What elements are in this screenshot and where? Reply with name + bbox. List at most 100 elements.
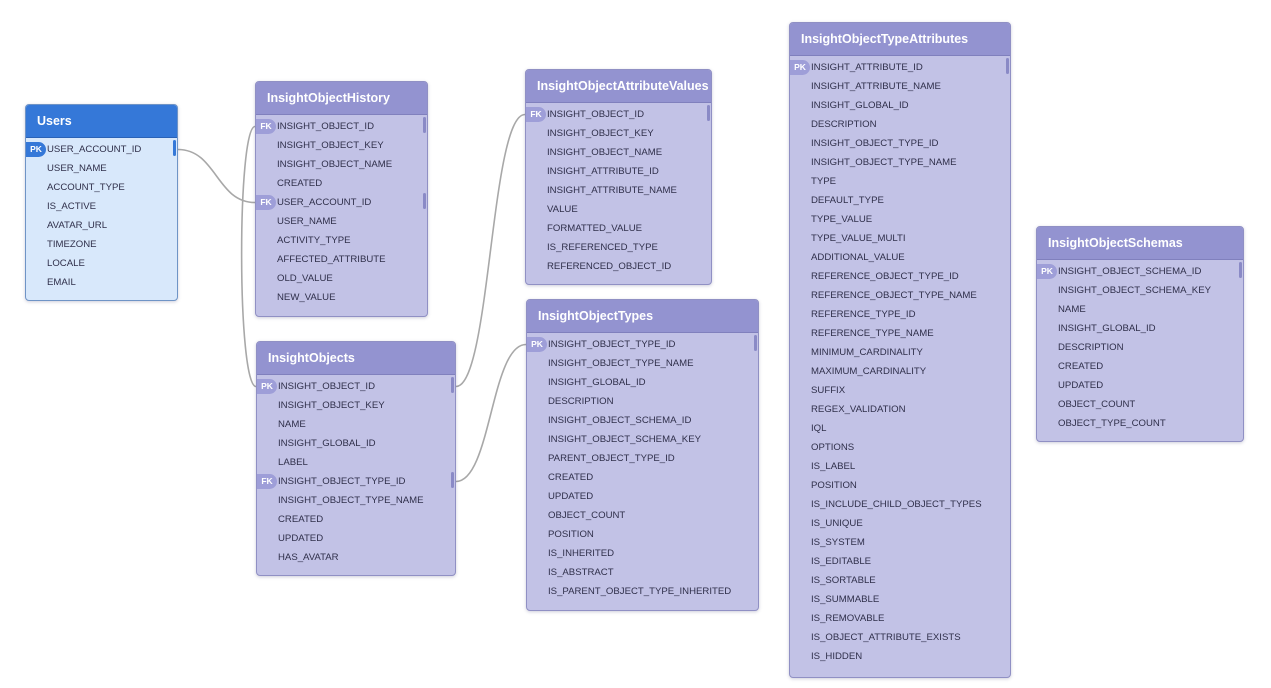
column-row[interactable]: OBJECT_COUNT bbox=[527, 506, 758, 525]
column-row[interactable]: INSIGHT_OBJECT_NAME bbox=[526, 143, 711, 162]
column-row[interactable]: UPDATED bbox=[527, 487, 758, 506]
table-header[interactable]: InsightObjectTypeAttributes bbox=[790, 23, 1010, 56]
column-row[interactable]: CREATED bbox=[257, 510, 455, 529]
column-row[interactable]: CREATED bbox=[1037, 357, 1243, 376]
connector-handle[interactable] bbox=[451, 472, 454, 488]
column-row[interactable]: OBJECT_COUNT bbox=[1037, 395, 1243, 414]
column-row[interactable]: INSIGHT_OBJECT_TYPE_ID bbox=[790, 134, 1010, 153]
column-row[interactable]: REFERENCE_TYPE_ID bbox=[790, 305, 1010, 324]
column-row[interactable]: INSIGHT_OBJECT_TYPE_NAME bbox=[257, 491, 455, 510]
column-row[interactable]: VALUE bbox=[526, 200, 711, 219]
column-row[interactable]: SUFFIX bbox=[790, 381, 1010, 400]
column-row[interactable]: OBJECT_TYPE_COUNT bbox=[1037, 414, 1243, 433]
column-row[interactable]: IS_INCLUDE_CHILD_OBJECT_TYPES bbox=[790, 495, 1010, 514]
column-row[interactable]: OPTIONS bbox=[790, 438, 1010, 457]
connector-handle[interactable] bbox=[1239, 262, 1242, 278]
column-row[interactable]: IS_UNIQUE bbox=[790, 514, 1010, 533]
column-row[interactable]: POSITION bbox=[790, 476, 1010, 495]
column-row[interactable]: ADDITIONAL_VALUE bbox=[790, 248, 1010, 267]
connector-handle[interactable] bbox=[754, 335, 757, 351]
column-row[interactable]: AFFECTED_ATTRIBUTE bbox=[256, 250, 427, 269]
connector-handle[interactable] bbox=[707, 105, 710, 121]
column-row[interactable]: USER_NAME bbox=[26, 159, 177, 178]
column-row[interactable]: INSIGHT_OBJECT_KEY bbox=[526, 124, 711, 143]
column-row[interactable]: UPDATED bbox=[1037, 376, 1243, 395]
column-row[interactable]: DESCRIPTION bbox=[1037, 338, 1243, 357]
relationship-line[interactable] bbox=[240, 125, 257, 388]
column-row[interactable]: DESCRIPTION bbox=[790, 115, 1010, 134]
column-row[interactable]: IS_INHERITED bbox=[527, 544, 758, 563]
column-row[interactable]: INSIGHT_OBJECT_KEY bbox=[256, 136, 427, 155]
column-row[interactable]: INSIGHT_OBJECT_TYPE_NAME bbox=[527, 354, 758, 373]
column-row[interactable]: TYPE bbox=[790, 172, 1010, 191]
column-row[interactable]: IS_HIDDEN bbox=[790, 647, 1010, 666]
column-row[interactable]: DESCRIPTION bbox=[527, 392, 758, 411]
column-row[interactable]: INSIGHT_ATTRIBUTE_ID bbox=[526, 162, 711, 181]
relationship-line[interactable] bbox=[455, 113, 526, 388]
table-header[interactable]: InsightObjectTypes bbox=[527, 300, 758, 333]
connector-handle[interactable] bbox=[423, 193, 426, 209]
column-row[interactable]: POSITION bbox=[527, 525, 758, 544]
column-row[interactable]: NEW_VALUE bbox=[256, 288, 427, 307]
column-row[interactable]: INSIGHT_GLOBAL_ID bbox=[790, 96, 1010, 115]
column-row[interactable]: OLD_VALUE bbox=[256, 269, 427, 288]
column-row[interactable]: NAME bbox=[1037, 300, 1243, 319]
relationship-line[interactable] bbox=[177, 148, 256, 204]
column-row[interactable]: AVATAR_URL bbox=[26, 216, 177, 235]
connector-handle[interactable] bbox=[423, 117, 426, 133]
column-row[interactable]: INSIGHT_ATTRIBUTE_NAME bbox=[526, 181, 711, 200]
column-row[interactable]: INSIGHT_OBJECT_KEY bbox=[257, 396, 455, 415]
column-row[interactable]: EMAIL bbox=[26, 273, 177, 292]
column-row[interactable]: INSIGHT_OBJECT_NAME bbox=[256, 155, 427, 174]
column-row[interactable]: REFERENCED_OBJECT_ID bbox=[526, 257, 711, 276]
column-row[interactable]: IS_ACTIVE bbox=[26, 197, 177, 216]
column-row[interactable]: HAS_AVATAR bbox=[257, 548, 455, 567]
column-row[interactable]: USER_NAME bbox=[256, 212, 427, 231]
column-row[interactable]: IS_SUMMABLE bbox=[790, 590, 1010, 609]
column-row[interactable]: TYPE_VALUE bbox=[790, 210, 1010, 229]
column-row[interactable]: IS_OBJECT_ATTRIBUTE_EXISTS bbox=[790, 628, 1010, 647]
column-row[interactable]: IS_PARENT_OBJECT_TYPE_INHERITED bbox=[527, 582, 758, 601]
connector-handle[interactable] bbox=[173, 140, 176, 156]
column-row[interactable]: REFERENCE_TYPE_NAME bbox=[790, 324, 1010, 343]
column-row[interactable]: INSIGHT_GLOBAL_ID bbox=[1037, 319, 1243, 338]
table-header[interactable]: InsightObjectHistory bbox=[256, 82, 427, 115]
column-row[interactable]: INSIGHT_OBJECT_SCHEMA_KEY bbox=[1037, 281, 1243, 300]
column-row[interactable]: INSIGHT_GLOBAL_ID bbox=[527, 373, 758, 392]
connector-handle[interactable] bbox=[1006, 58, 1009, 74]
column-row[interactable]: IS_LABEL bbox=[790, 457, 1010, 476]
column-row[interactable]: IS_EDITABLE bbox=[790, 552, 1010, 571]
column-row[interactable]: IQL bbox=[790, 419, 1010, 438]
table-header[interactable]: InsightObjectSchemas bbox=[1037, 227, 1243, 260]
column-row[interactable]: FORMATTED_VALUE bbox=[526, 219, 711, 238]
table-header[interactable]: Users bbox=[26, 105, 177, 138]
column-row[interactable]: REGEX_VALIDATION bbox=[790, 400, 1010, 419]
column-row[interactable]: IS_ABSTRACT bbox=[527, 563, 758, 582]
column-row[interactable]: INSIGHT_OBJECT_SCHEMA_ID bbox=[527, 411, 758, 430]
column-row[interactable]: INSIGHT_GLOBAL_ID bbox=[257, 434, 455, 453]
column-row[interactable]: CREATED bbox=[527, 468, 758, 487]
table-header[interactable]: InsightObjectAttributeValues bbox=[526, 70, 711, 103]
column-row[interactable]: MINIMUM_CARDINALITY bbox=[790, 343, 1010, 362]
column-row[interactable]: INSIGHT_ATTRIBUTE_NAME bbox=[790, 77, 1010, 96]
column-row[interactable]: MAXIMUM_CARDINALITY bbox=[790, 362, 1010, 381]
column-row[interactable]: IS_REMOVABLE bbox=[790, 609, 1010, 628]
column-row[interactable]: DEFAULT_TYPE bbox=[790, 191, 1010, 210]
column-row[interactable]: TIMEZONE bbox=[26, 235, 177, 254]
connector-handle[interactable] bbox=[451, 377, 454, 393]
column-row[interactable]: ACTIVITY_TYPE bbox=[256, 231, 427, 250]
